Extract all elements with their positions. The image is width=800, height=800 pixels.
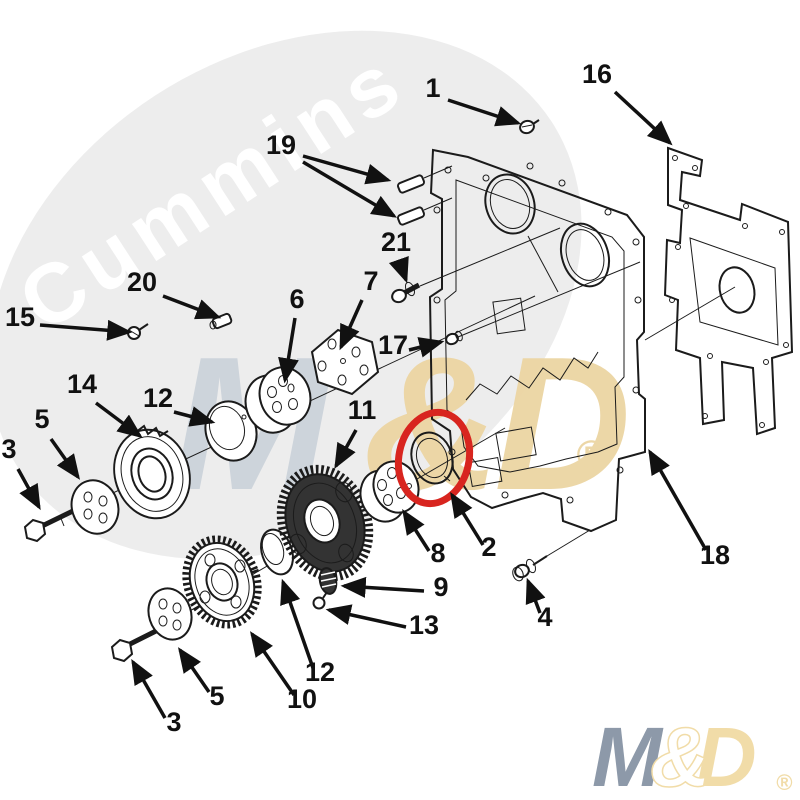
- callout-arrow-12: [173, 406, 216, 427]
- part-17-bolt: [445, 330, 463, 346]
- callout-arrow-6: [278, 317, 299, 384]
- callout-label-5: 5: [209, 681, 224, 711]
- corner-logo-m: M: [592, 710, 664, 800]
- callout-arrow-14: [94, 401, 143, 439]
- callout-label-10: 10: [287, 684, 317, 714]
- diagram-layer: [23, 119, 794, 663]
- callout-arrow-11: [334, 429, 358, 470]
- housing-opening-upper: [484, 173, 536, 235]
- callout-arrow-9: [340, 576, 425, 598]
- part-8-spacer: [359, 460, 420, 523]
- part-11-idler-gear: [276, 464, 374, 582]
- callout-label-14: 14: [67, 369, 97, 399]
- callout-label-6: 6: [289, 284, 304, 314]
- callout-label-3: 3: [166, 707, 181, 737]
- callout-arrow-1: [447, 98, 522, 127]
- part-13-hook: [312, 591, 328, 610]
- callout-label-20: 20: [127, 267, 157, 297]
- callout-arrow-3: [16, 468, 41, 511]
- corner-logo-registered: ®: [776, 770, 793, 795]
- callout-arrow-17: [408, 337, 445, 358]
- highlight-circle: [394, 408, 474, 508]
- callout-arrow-3: [131, 658, 167, 719]
- part-7-plate: [310, 328, 380, 396]
- center-watermark-d: D: [494, 318, 631, 530]
- gasket-bolt-holes: [669, 155, 789, 428]
- part-19-dowel-pins: [396, 174, 426, 226]
- part-18-gear-housing: [428, 148, 646, 533]
- callout-arrow-5: [178, 647, 211, 693]
- callout-label-1: 1: [425, 73, 440, 103]
- callout-label-7: 7: [363, 266, 378, 296]
- callout-label-3: 3: [1, 434, 16, 464]
- callout-label-15: 15: [5, 302, 35, 332]
- callout-arrow-8: [402, 509, 431, 552]
- callout-arrow-13: [325, 604, 407, 629]
- callout-arrow-15: [39, 319, 133, 341]
- part-4-bolt: [512, 555, 548, 582]
- callout-label-18: 18: [700, 540, 730, 570]
- part-3b-bolt: [110, 627, 160, 663]
- callout-arrow-16: [613, 90, 673, 146]
- housing-opening-lower: [559, 222, 611, 288]
- callout-arrow-21: [388, 256, 409, 284]
- callout-arrow-19: [302, 154, 392, 185]
- callout-arrow-10: [250, 631, 296, 696]
- part-5b-plate: [147, 587, 193, 641]
- callout-label-4: 4: [537, 602, 552, 632]
- callout-label-5: 5: [34, 404, 49, 434]
- callout-label-11: 11: [348, 395, 377, 425]
- callout-label-21: 21: [381, 227, 411, 257]
- callout-label-19: 19: [266, 130, 296, 160]
- part-9-spring: [318, 567, 338, 595]
- part-1-bolt: [519, 119, 540, 135]
- callout-label-12: 12: [305, 657, 335, 687]
- callout-label-12: 12: [143, 383, 173, 413]
- callout-arrow-20: [162, 294, 222, 320]
- callout-label-9: 9: [433, 572, 448, 602]
- callout-label-13: 13: [409, 610, 439, 640]
- callout-label-17: 17: [378, 330, 408, 360]
- callout-arrow-18: [648, 448, 708, 551]
- corner-logo-amp: &: [650, 710, 711, 800]
- callout-arrow-12: [280, 578, 315, 669]
- part-14-bearing-housing: [113, 424, 191, 520]
- callout-label-16: 16: [582, 59, 612, 89]
- corner-md-logo: M D & ®: [592, 709, 793, 800]
- callout-arrow-5: [49, 437, 81, 480]
- part-16-gasket: [663, 146, 794, 436]
- callout-arrow-4: [525, 577, 546, 614]
- callout-label-2: 2: [481, 532, 496, 562]
- part-2-seal-ring: [410, 431, 454, 485]
- part-10-gear: [182, 535, 262, 629]
- callout-arrow-7: [339, 299, 364, 351]
- part-5a-plate: [70, 479, 120, 535]
- callout-arrow-19: [302, 160, 398, 218]
- center-watermark-registered: ®: [576, 433, 606, 477]
- corner-logo-d: D: [696, 710, 757, 800]
- housing-bolt-holes: [433, 162, 642, 504]
- callout-label-8: 8: [430, 538, 445, 568]
- callout-arrow-2: [450, 492, 485, 546]
